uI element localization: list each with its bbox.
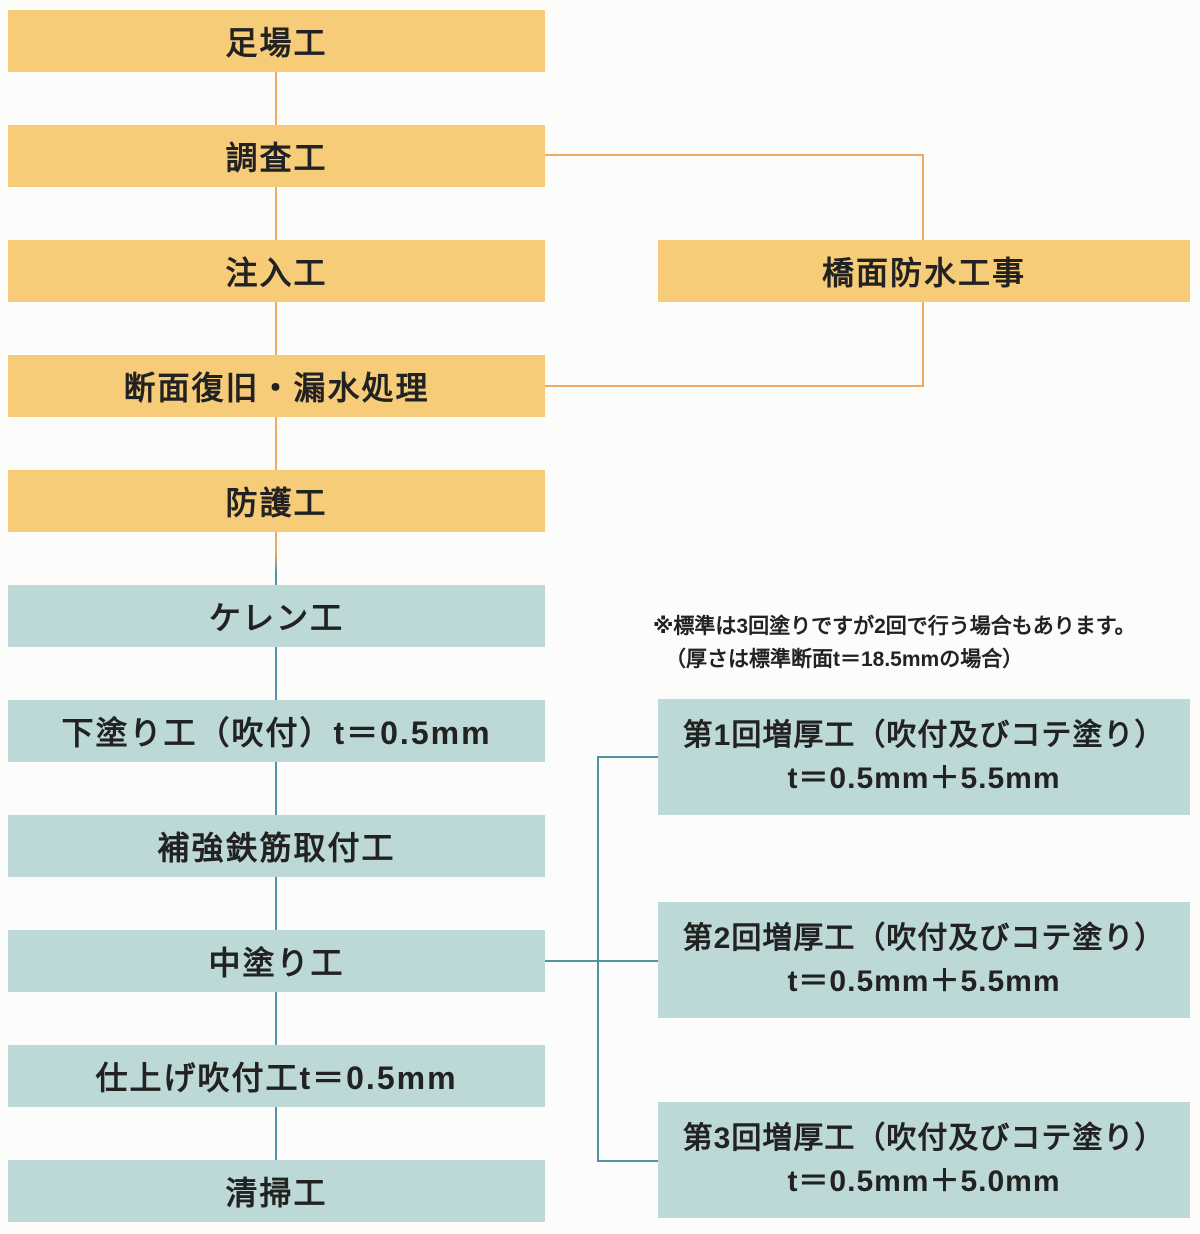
flow-box-cleaning: 清掃工 [8,1160,545,1222]
flow-box-label-line2: t＝0.5mm＋5.0mm [787,1165,1061,1198]
flow-box-bridge-waterproofing: 橋面防水工事 [658,240,1190,302]
flow-box-label-line2: t＝0.5mm＋5.5mm [787,965,1061,998]
flow-box-label: 仕上げ吹付工t＝0.5mm [95,1060,458,1096]
flow-box-label: 注入工 [225,255,328,291]
flow-box-injection: 注入工 [8,240,545,302]
connector-midcoat-to-step2 [545,960,658,962]
flow-box-label: 下塗り工（吹付）t＝0.5mm [61,715,492,751]
connector-finish-cleaning [275,1107,277,1160]
flow-box-label: 清掃工 [225,1175,328,1211]
flow-box-keren: ケレン工 [8,585,545,647]
flow-box-label-line2: t＝0.5mm＋5.5mm [787,762,1061,795]
connector-thickening-spine [597,756,599,1162]
flow-box-label: 防護工 [225,485,328,521]
flow-box-label: 補強鉄筋取付工 [157,830,396,866]
connector-spine-to-step1 [597,756,658,758]
connector-survey-to-waterproofing-top [545,154,924,156]
connector-scaffold-survey [275,72,277,125]
connector-spine-to-step3 [597,1160,658,1162]
note-line-2: （厚さは標準断面t＝18.5mmの場合） [665,648,1024,671]
flow-box-label: 中塗り工 [208,945,345,981]
flow-box-label-line1: 第1回増厚工（吹付及びコテ塗り） [682,719,1166,752]
flow-box-thickening-2: 第2回増厚工（吹付及びコテ塗り） t＝0.5mm＋5.5mm [658,902,1190,1018]
connector-midcoat-finish [275,992,277,1045]
connector-repair-protection [275,417,277,470]
flow-box-undercoat: 下塗り工（吹付）t＝0.5mm [8,700,545,762]
flow-box-label-line1: 第3回増厚工（吹付及びコテ塗り） [682,1122,1166,1155]
connector-protection-keren [275,532,277,585]
flow-box-protection: 防護工 [8,470,545,532]
flow-box-label: 断面復旧・漏水処理 [123,370,430,406]
flow-box-thickening-1: 第1回増厚工（吹付及びコテ塗り） t＝0.5mm＋5.5mm [658,699,1190,815]
flow-box-label-line1: 第2回増厚工（吹付及びコテ塗り） [682,922,1166,955]
connector-survey-injection [275,187,277,240]
flow-box-section-repair: 断面復旧・漏水処理 [8,355,545,417]
flow-box-survey: 調査工 [8,125,545,187]
note-text: ※標準は3回塗りですが2回で行う場合もあります。 （厚さは標準断面t＝18.5m… [653,610,1198,676]
connector-injection-repair [275,302,277,355]
flow-box-label: 足場工 [225,25,328,61]
note-line-1: ※標準は3回塗りですが2回で行う場合もあります。 [653,615,1136,638]
flow-box-scaffold: 足場工 [8,10,545,72]
flow-box-label: ケレン工 [208,600,345,636]
connector-repair-to-waterproofing-bottom [545,385,924,387]
connector-rebar-midcoat [275,877,277,930]
flow-box-label: 調査工 [225,140,328,176]
flow-box-midcoat: 中塗り工 [8,930,545,992]
flow-box-label: 橋面防水工事 [821,255,1026,291]
connector-keren-undercoat [275,647,277,700]
connector-undercoat-rebar [275,762,277,815]
flow-box-finish-spray: 仕上げ吹付工t＝0.5mm [8,1045,545,1107]
flow-box-rebar-attach: 補強鉄筋取付工 [8,815,545,877]
flow-box-thickening-3: 第3回増厚工（吹付及びコテ塗り） t＝0.5mm＋5.0mm [658,1102,1190,1218]
